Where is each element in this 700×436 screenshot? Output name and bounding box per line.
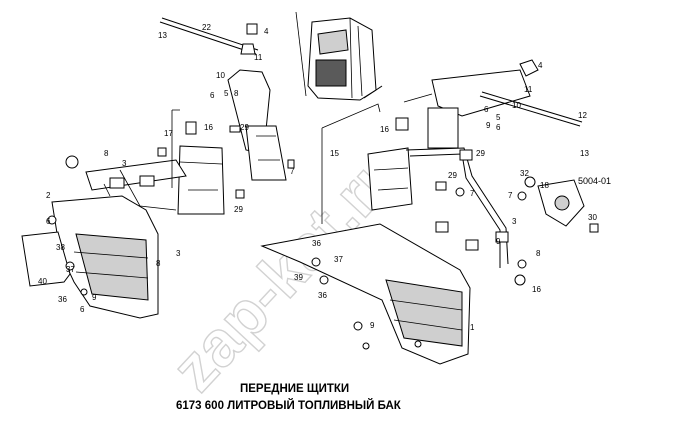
- callout-6: 6: [496, 123, 501, 132]
- callout-15: 15: [330, 149, 339, 158]
- reference-code: 5004-01: [578, 176, 611, 186]
- callout-8: 8: [536, 249, 541, 258]
- callout-8: 8: [156, 259, 161, 268]
- callout-22: 22: [202, 23, 211, 32]
- callout-29: 29: [448, 171, 457, 180]
- callout-6: 6: [46, 217, 51, 226]
- callout-29: 29: [476, 149, 485, 158]
- callout-39: 39: [294, 273, 303, 282]
- callout-13: 13: [158, 31, 167, 40]
- callout-38: 38: [56, 243, 65, 252]
- callout-10: 10: [512, 101, 521, 110]
- callout-3: 3: [176, 249, 181, 258]
- callout-4: 4: [264, 27, 269, 36]
- callout-5: 5: [496, 113, 501, 122]
- callout-9: 9: [486, 121, 491, 130]
- callout-29: 29: [240, 123, 249, 132]
- callout-13: 13: [580, 149, 589, 158]
- left-front-fender: [21, 195, 159, 319]
- callout-labels: 13 22 4 11 10 6 5 8 17 16 29 8 3 7 29 2 …: [38, 23, 611, 332]
- group-brackets: [171, 93, 433, 224]
- callout-2: 2: [46, 191, 51, 200]
- callout-16: 16: [380, 125, 389, 134]
- callout-11: 11: [254, 53, 263, 62]
- caption-line-1: ПЕРЕДНИЕ ЩИТКИ: [240, 383, 349, 395]
- callout-16: 16: [204, 123, 213, 132]
- callout-9: 9: [370, 321, 375, 330]
- callout-36: 36: [58, 295, 67, 304]
- callout-7: 7: [470, 189, 475, 198]
- callout-6: 6: [80, 305, 85, 314]
- caption: ПЕРЕДНИЕ ЩИТКИ 6173 600 ЛИТРОВЫЙ ТОПЛИВН…: [176, 383, 402, 412]
- callout-4: 4: [538, 61, 543, 70]
- callout-37: 37: [334, 255, 343, 264]
- callout-11: 11: [524, 85, 533, 94]
- callout-3: 3: [122, 159, 127, 168]
- callout-30: 30: [588, 213, 597, 222]
- callout-16: 16: [532, 285, 541, 294]
- callout-9: 9: [496, 237, 501, 246]
- callout-18: 18: [540, 181, 549, 190]
- callout-36: 36: [318, 291, 327, 300]
- callout-12: 12: [578, 111, 587, 120]
- callout-7: 7: [290, 167, 295, 176]
- callout-6: 6: [210, 91, 215, 100]
- caption-line-2: 6173 600 ЛИТРОВЫЙ ТОПЛИВНЫЙ БАК: [176, 399, 402, 412]
- callout-7: 7: [508, 191, 513, 200]
- callout-29: 29: [234, 205, 243, 214]
- callout-10: 10: [216, 71, 225, 80]
- callout-3: 3: [512, 217, 517, 226]
- callout-6: 6: [484, 105, 489, 114]
- right-front-fender: [260, 223, 471, 365]
- callout-8: 8: [104, 149, 109, 158]
- callout-40: 40: [38, 277, 47, 286]
- callout-8: 8: [234, 89, 239, 98]
- callout-1: 1: [470, 323, 475, 332]
- callout-17: 17: [164, 129, 173, 138]
- callout-36: 36: [312, 239, 321, 248]
- callout-9: 9: [92, 293, 97, 302]
- callout-5: 5: [224, 89, 229, 98]
- truck-cab-illustration: [295, 11, 383, 101]
- callout-37: 37: [66, 265, 75, 274]
- right-mount-assembly: [367, 59, 599, 286]
- left-mount-assembly: [65, 17, 295, 215]
- callout-32: 32: [520, 169, 529, 178]
